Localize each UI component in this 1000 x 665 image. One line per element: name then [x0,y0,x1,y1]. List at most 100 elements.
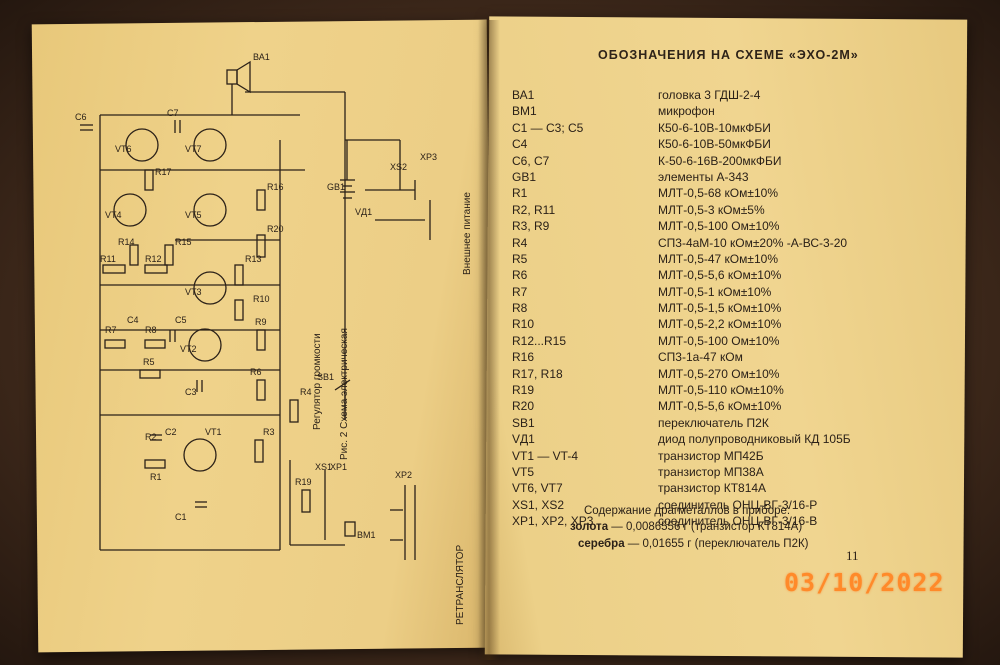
legend-value: МЛТ-0,5-100 Ом±10% [658,219,780,234]
figure-caption: Рис. 2 Схема электрическая [339,328,350,460]
label-vd1: VД1 [355,207,372,217]
label-c2: C2 [165,427,177,437]
legend-value: микрофон [658,104,715,119]
legend-designator: VT6, VT7 [512,481,563,496]
legend-value: МЛТ-0,5-110 кОм±10% [658,383,784,398]
label-c5: C5 [175,315,187,325]
label-r13: R13 [245,254,262,264]
label-vt3: VT3 [185,287,202,297]
label-vt2: VT2 [180,344,197,354]
label-ba1: ВА1 [253,52,270,62]
label-r9: R9 [255,317,267,327]
label-vt1: VT1 [205,427,222,437]
label-r10: R10 [253,294,270,304]
legend-row: R2, R11 МЛТ-0,5-3 кОм±5% [512,203,892,219]
silver-value: — 0,01655 г (переключатель П2К) [624,538,809,550]
legend-row: ВМ1 микрофон [512,104,892,120]
external-power-label: Внешнее питание [462,192,473,275]
metals-header: Содержание драгметаллов в приборе: [584,505,791,517]
legend-value: МЛТ-0,5-47 кОм±10% [658,251,778,266]
label-xs2: XS2 [390,162,407,172]
label-r3: R3 [263,427,275,437]
legend-value: МЛТ-0,5-270 Ом±10% [658,366,780,381]
silver-line: серебра — 0,01655 г (переключатель П2К) [578,538,809,550]
legend-designator: VД1 [512,432,535,447]
retranslator-label: РЕТРАНСЛЯТОР [455,545,466,625]
legend-designator: R20 [512,399,535,414]
label-vt7: VT7 [185,144,202,154]
legend-value: МЛТ-0,5-68 кОм±10% [658,186,778,201]
legend-designator: R7 [512,284,528,299]
legend-row: R17, R18 МЛТ-0,5-270 Ом±10% [512,367,892,383]
photo-date-stamp: 03/10/2022 [784,568,945,597]
legend-value: МЛТ-0,5-5,6 кОм±10% [658,268,782,283]
label-vt6: VT6 [115,144,132,154]
legend-designator: С1 — С3; С5 [512,120,584,135]
label-r5: R5 [143,357,155,367]
page-number: 11 [846,548,859,563]
legend-designator: SB1 [512,415,535,430]
legend-value: транзистор МП42Б [658,448,764,463]
legend-designator: VT5 [512,464,535,479]
label-c3: C3 [185,387,197,397]
legend-designator: R4 [512,235,528,250]
label-c6: C6 [75,112,87,122]
book-gutter [478,20,500,660]
legend-designator: R17, R18 [512,366,563,381]
circuit-schematic: ВА1 VT6 VT7 VT4 VT5 VT3 VT2 VT1 R1 R2 R3… [75,52,473,625]
legend-value: МЛТ-0,5-2,2 кОм±10% [658,317,782,332]
legend-row: R16 СП3-1а-47 кОм [512,350,892,366]
label-r11: R11 [100,254,116,264]
label-gb1: GB1 [327,182,345,192]
legend-designator: R1 [512,186,528,201]
legend-value: соединитель ОНЦ-ВГ-3/16-В [658,514,818,529]
label-r19: R19 [295,477,312,487]
legend-value: МЛТ-0,5-1,5 кОм±10% [658,301,782,316]
legend-value: соединитель ОНЦ-ВГ-3/16-Р [658,497,818,512]
legend-value: головка 3 ГДШ-2-4 [658,88,761,102]
legend-designator: С4 [512,137,528,152]
label-vt4: VT4 [105,210,122,220]
label-r2: R2 [145,432,157,442]
label-c4: C4 [127,315,139,325]
label-xp2: XP2 [395,470,412,480]
silver-label: серебра [578,538,625,550]
legend-row: R20 МЛТ-0,5-5,6 кОм±10% [512,399,892,415]
legend-value: элементы А-343 [658,169,749,184]
legend-value: МЛТ-0,5-5,6 кОм±10% [658,399,782,414]
legend-row: R19 МЛТ-0,5-110 кОм±10% [512,383,892,399]
legend-designator: R19 [512,383,535,398]
label-r17: R17 [155,167,172,177]
legend-value: СП3-1а-47 кОм [658,350,743,365]
label-r16: R16 [267,182,284,192]
legend-designator: R2, R11 [512,202,556,217]
legend-value: К-50-6-16В-200мкФБИ [658,153,782,168]
label-r6: R6 [250,367,262,377]
legend-value: МЛТ-0,5-3 кОм±5% [658,202,765,217]
gold-value: — 0,0086556 г (транзистор КТ814А) [608,521,803,533]
volume-control-label: Регулятор громкости [312,333,323,430]
legend-designator: R16 [512,350,535,365]
label-bm1: ВМ1 [357,530,376,540]
label-r15: R15 [175,237,192,247]
label-c1: C1 [175,512,187,522]
legend-designator: ВМ1 [512,104,537,119]
label-c7: C7 [167,108,179,118]
legend-heading: ОБОЗНАЧЕНИЯ НА СХЕМЕ «ЭХО-2М» [598,48,859,62]
label-r1: R1 [150,472,162,482]
